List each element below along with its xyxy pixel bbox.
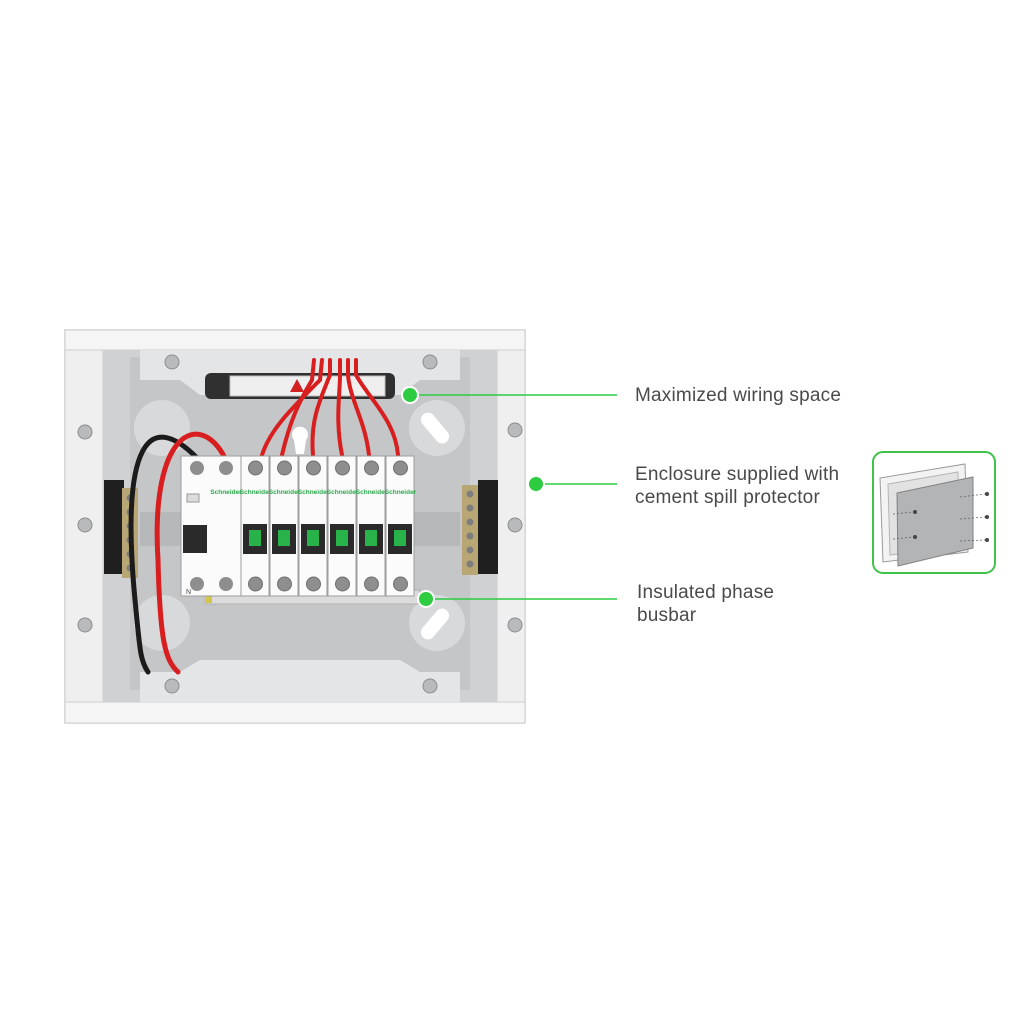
mcb-module: Schneider [356, 455, 388, 597]
screws [77, 354, 523, 694]
mounting-slot [420, 412, 450, 444]
mcb-module: Schneider [240, 455, 272, 597]
callout-dot-busbar [417, 590, 435, 608]
rccb-toggle [183, 525, 207, 553]
mcb-brand-label: Schneider [327, 489, 359, 496]
keyhole-slot [292, 426, 308, 454]
callout-label-wiring-space: Maximized wiring space [635, 384, 841, 407]
callout-label-enclosure: Enclosure supplied with cement spill pro… [635, 463, 839, 509]
callout-dot-enclosure [527, 475, 545, 493]
black-wire [128, 434, 200, 675]
earth-terminal-bar-right [478, 480, 498, 574]
callout-dot-wiring [401, 386, 419, 404]
mcb-module: Schneider [298, 455, 330, 597]
mcb-module: Schneider [269, 455, 301, 597]
mcb-toggle [336, 530, 348, 546]
spill-protector-inset [872, 451, 996, 574]
enclosure-bottom-flange [64, 701, 526, 724]
neutral-mark: N [186, 589, 191, 596]
mcb-toggle [394, 530, 406, 546]
red-wire-feed [154, 431, 228, 675]
callout-text: cement spill protector [635, 487, 820, 508]
red-wire [310, 358, 332, 457]
busbar-end [206, 595, 212, 603]
callout-text: Insulated phase [637, 582, 775, 603]
mcb-brand-label: Schneider [385, 489, 417, 496]
red-wire [354, 358, 400, 457]
inset-screw-guides [892, 493, 986, 542]
mcb-toggle [249, 530, 261, 546]
mcb-module: Schneider [385, 455, 417, 597]
red-wire [280, 358, 316, 457]
callouts [401, 386, 617, 608]
red-wire [346, 358, 371, 457]
callout-text: busbar [637, 605, 697, 626]
red-wire [336, 358, 344, 457]
callout-text: Maximized wiring space [635, 385, 842, 406]
mcb-brand-label: Schneider [269, 489, 301, 496]
callout-label-busbar: Insulated phase busbar [637, 581, 774, 627]
mcb-toggle [365, 530, 377, 546]
distribution-box: Schneider N SchneiderSchneiderSchneiderS… [64, 329, 526, 724]
terminal-screws-right [466, 490, 474, 568]
rccb-brand-label: Schneider [210, 489, 242, 496]
enclosure-top-flange [64, 329, 526, 351]
callout-text: Enclosure supplied with [635, 464, 840, 485]
earth-terminal-bar [104, 480, 124, 574]
mcb-toggle [307, 530, 319, 546]
rccb-module: Schneider N [180, 455, 242, 597]
mounting-slot [420, 608, 450, 640]
warning-triangle-icon [290, 379, 304, 392]
mcb-toggle [278, 530, 290, 546]
bottom-mounting-plate [140, 660, 460, 702]
inset-screws [913, 492, 989, 542]
rccb-test-button [186, 493, 200, 503]
earth-terminal-block [462, 485, 478, 575]
red-wire [260, 358, 324, 457]
mcb-brand-label: Schneider [356, 489, 388, 496]
mcb-brand-label: Schneider [240, 489, 272, 496]
mcb-brand-label: Schneider [298, 489, 330, 496]
mcb-modules: SchneiderSchneiderSchneiderSchneiderSchn… [240, 455, 417, 597]
mcb-module: Schneider [327, 455, 359, 597]
inset-protector-plate [896, 476, 974, 567]
wiring [128, 358, 400, 675]
